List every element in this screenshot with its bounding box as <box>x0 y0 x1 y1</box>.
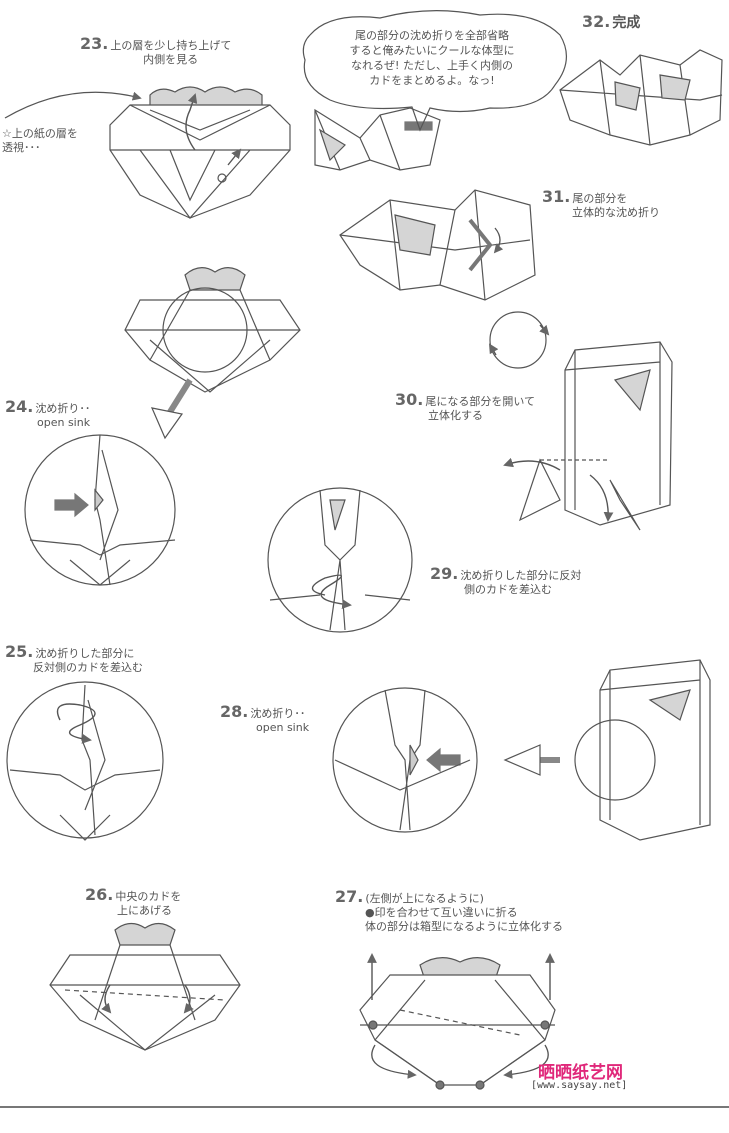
step32-finished-model <box>560 50 722 145</box>
step25-line2: 反対側のカドを差込む <box>33 661 143 674</box>
bubble-fish-model <box>315 108 440 170</box>
bubble-line4: カドをまとめるよ。なっ! <box>322 73 542 88</box>
step32-caption: 32.完成 <box>582 15 640 31</box>
bubble-line2: すると俺みたいにクールな体型に <box>322 43 542 58</box>
step30-caption: 30.尾になる部分を開いて 立体化する <box>395 393 535 423</box>
step31-model <box>340 190 535 300</box>
step24-line1: 沈め折り･･ <box>35 402 90 415</box>
step28-line2: open sink <box>256 721 309 734</box>
step31-line1: 尾の部分を <box>572 192 627 205</box>
step27-line2: ●印を合わせて互い違いに折る <box>365 906 518 919</box>
step31-caption: 31.尾の部分を 立体的な沈め折り <box>542 190 660 220</box>
step27-line3: 体の部分は箱型になるように立体化する <box>365 920 563 933</box>
step26-caption: 26.中央のカドを 上にあげる <box>85 888 181 918</box>
step26-model <box>50 923 240 1050</box>
step23-line2: 内側を見る <box>143 53 198 66</box>
step30-number: 30. <box>395 390 423 409</box>
step27-model <box>360 955 555 1089</box>
step23-note: ☆上の紙の層を 透視･･･ <box>2 127 78 155</box>
step27-number: 27. <box>335 887 363 906</box>
step23-line1: 上の層を少し持ち上げて <box>110 39 231 52</box>
step23-caption: 23.上の層を少し持ち上げて 内側を見る <box>80 37 231 67</box>
step32-line1: 完成 <box>612 15 640 31</box>
step24-zoom <box>25 435 175 585</box>
step29-line1: 沈め折りした部分に反対 <box>460 569 581 582</box>
step27-caption: 27.(左側が上になるように) ●印を合わせて互い違いに折る 体の部分は箱型にな… <box>335 890 563 934</box>
step24-number: 24. <box>5 397 33 416</box>
step27-line1: (左側が上になるように) <box>365 892 484 905</box>
step25-line1: 沈め折りした部分に <box>35 647 134 660</box>
step23-note-line1: ☆上の紙の層を <box>2 127 78 140</box>
step28-zoom <box>333 688 477 832</box>
bottom-divider <box>0 1106 729 1108</box>
step29-caption: 29.沈め折りした部分に反対 側のカドを差込む <box>430 567 581 597</box>
watermark-url: [www.saysay.net] <box>531 1080 627 1091</box>
step29-number: 29. <box>430 564 458 583</box>
bubble-line3: なれるぜ! ただし、上手く内側の <box>322 58 542 73</box>
step25-number: 25. <box>5 642 33 661</box>
step30-line1: 尾になる部分を開いて <box>425 395 535 408</box>
step30-line2: 立体化する <box>428 409 483 422</box>
bubble-line1: 尾の部分の沈め折りを全部省略 <box>322 28 542 43</box>
speech-bubble-text: 尾の部分の沈め折りを全部省略 すると俺みたいにクールな体型に なれるぜ! ただし… <box>322 28 542 88</box>
step25-zoom <box>7 682 163 840</box>
step32-number: 32. <box>582 12 610 31</box>
step24-line2: open sink <box>37 416 90 429</box>
step29-zoom <box>268 488 412 632</box>
step23-number: 23. <box>80 34 108 53</box>
step26-line1: 中央のカドを <box>115 890 181 903</box>
step28-number: 28. <box>220 702 248 721</box>
step24-model <box>125 268 300 438</box>
step28-line1: 沈め折り･･ <box>250 707 305 720</box>
step24-caption: 24.沈め折り･･ open sink <box>5 400 90 430</box>
step29-line2: 側のカドを差込む <box>464 583 552 596</box>
step28-caption: 28.沈め折り･･ open sink <box>220 705 309 735</box>
step23-note-line2: 透視･･･ <box>2 141 41 154</box>
step26-number: 26. <box>85 885 113 904</box>
step26-line2: 上にあげる <box>117 904 172 917</box>
step28-model <box>505 660 710 840</box>
step31-line2: 立体的な沈め折り <box>572 206 660 219</box>
step25-caption: 25.沈め折りした部分に 反対側のカドを差込む <box>5 645 143 675</box>
step31-number: 31. <box>542 187 570 206</box>
